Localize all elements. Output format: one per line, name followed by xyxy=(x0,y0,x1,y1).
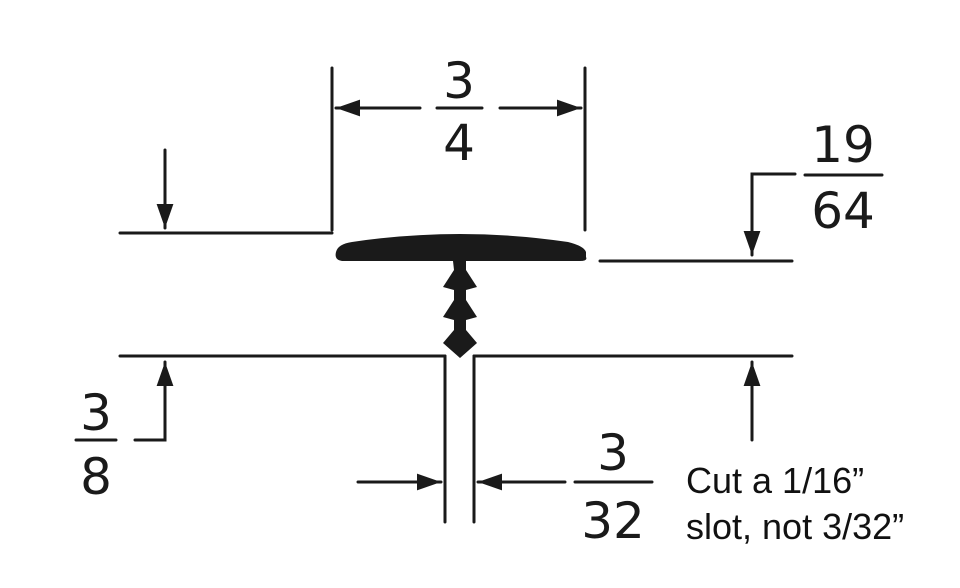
t-molding-barbed-stem xyxy=(443,261,477,358)
depth-denominator: 8 xyxy=(80,448,112,506)
cut-note: Cut a 1/16” slot, not 3/32” xyxy=(686,458,946,550)
cut-note-line1: Cut a 1/16” xyxy=(686,460,865,501)
slot-width-numerator: 3 xyxy=(597,424,629,482)
thickness-leader xyxy=(743,172,797,257)
slot-width-denominator: 32 xyxy=(581,492,645,550)
thickness-numerator: 19 xyxy=(811,116,875,174)
thickness-denominator: 64 xyxy=(811,182,875,240)
depth-numerator: 3 xyxy=(80,384,112,442)
cut-note-line2: slot, not 3/32” xyxy=(686,506,905,547)
t-molding-cap xyxy=(335,234,587,261)
width-numerator: 3 xyxy=(443,52,475,110)
slot-depth-leader xyxy=(133,360,174,442)
width-denominator: 4 xyxy=(443,114,475,172)
